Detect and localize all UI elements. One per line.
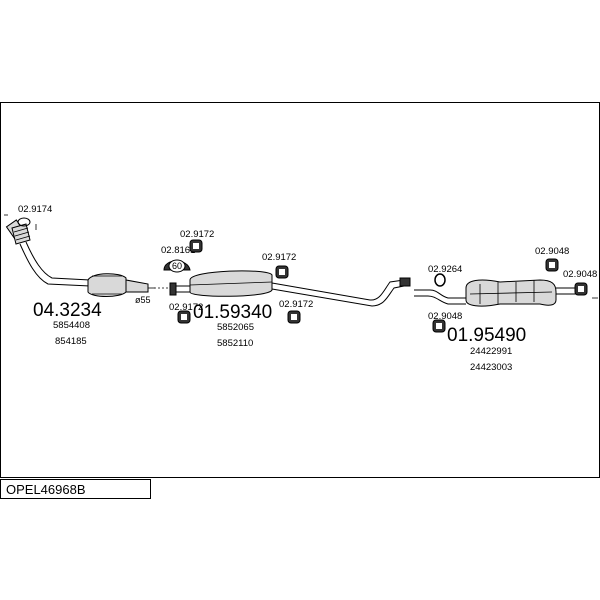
label-9048-low: 02.9048 (428, 311, 462, 322)
part-oem-1b: 854185 (55, 336, 87, 347)
rubber-mount-9172-left[interactable] (177, 310, 191, 324)
label-9048-top: 02.9048 (535, 246, 569, 257)
part-number-3: 01.95490 (447, 325, 526, 346)
gasket-9264[interactable] (434, 273, 446, 287)
part-number-1: 04.3234 (33, 300, 102, 321)
label-9048-right: 02.9048 (563, 269, 597, 280)
part-oem-3a: 24422991 (470, 346, 512, 357)
rubber-mount-9048-right[interactable] (574, 282, 588, 296)
label-9172-low: 02.9172 (279, 299, 313, 310)
reference-box (0, 479, 151, 499)
part-oem-3b: 24423003 (470, 362, 512, 373)
leader-lines (35, 224, 170, 289)
label-9174: 02.9174 (18, 204, 52, 215)
part-oem-2b: 5852110 (217, 338, 253, 349)
clamp-diameter: ø55 (135, 295, 151, 305)
part-oem-1a: 5854408 (53, 320, 90, 331)
clamp-ring-8161[interactable] (163, 259, 191, 273)
middle-silencer[interactable] (169, 270, 411, 307)
front-pipe-catalyst[interactable] (4, 214, 155, 297)
label-9264: 02.9264 (428, 264, 462, 275)
rear-silencer[interactable] (414, 279, 598, 307)
rubber-mount-9172-top[interactable] (189, 239, 203, 253)
rubber-mount-9172-low[interactable] (287, 310, 301, 324)
part-oem-2a: 5852065 (217, 322, 254, 333)
label-9172-mid: 02.9172 (262, 252, 296, 263)
part-number-2: 01.59340 (193, 302, 272, 323)
rubber-mount-9048-top[interactable] (545, 258, 559, 272)
label-9172-left: 02.9172 (169, 302, 203, 313)
label-8161: 02.8161 (161, 245, 195, 256)
label-9172-top: 02.9172 (180, 229, 214, 240)
rubber-mount-9172-mid[interactable] (275, 265, 289, 279)
clamp-ring-size: 60 (172, 261, 182, 271)
rubber-mount-9048-low[interactable] (432, 319, 446, 333)
reference-code: OPEL46968B (6, 482, 86, 497)
gasket-9174[interactable] (17, 217, 31, 227)
